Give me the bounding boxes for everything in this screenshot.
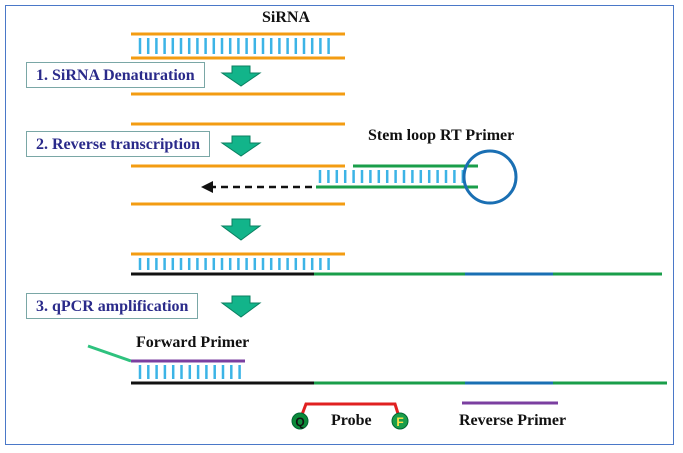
forward-primer-tail: [87, 344, 132, 363]
quencher-label: Q: [295, 415, 304, 429]
step-arrow-2: [220, 135, 262, 157]
rt-primer-base-pairs: [318, 170, 465, 183]
probe-label: Probe: [331, 412, 372, 429]
step-arrow-4: [220, 295, 262, 318]
step-3-box: 3. qPCR amplification: [26, 293, 199, 319]
step-2-box: 2. Reverse transcription: [26, 131, 210, 157]
sirna-base-pairs: [138, 38, 330, 54]
probe-line: [298, 402, 402, 421]
forward-primer-label: Forward Primer: [136, 334, 250, 351]
rt-extension-arrowhead: [201, 181, 213, 193]
reverse-primer-label: Reverse Primer: [459, 412, 567, 429]
fluorophore-icon: [391, 412, 409, 430]
quencher-icon: [291, 412, 309, 430]
stem-loop-primer-label: Stem loop RT Primer: [368, 127, 515, 144]
step-1-box: 1. SiRNA Denaturation: [26, 62, 205, 88]
step-arrow-1: [220, 65, 262, 87]
step-arrow-3: [220, 218, 262, 241]
diagram-frame: [5, 5, 674, 445]
stem-loop: [462, 149, 518, 205]
sirna-title: SiRNA: [262, 9, 311, 26]
hybrid-base-pairs: [138, 258, 330, 270]
fluorophore-label: F: [396, 415, 403, 429]
forward-primer-base-pairs: [138, 365, 241, 379]
